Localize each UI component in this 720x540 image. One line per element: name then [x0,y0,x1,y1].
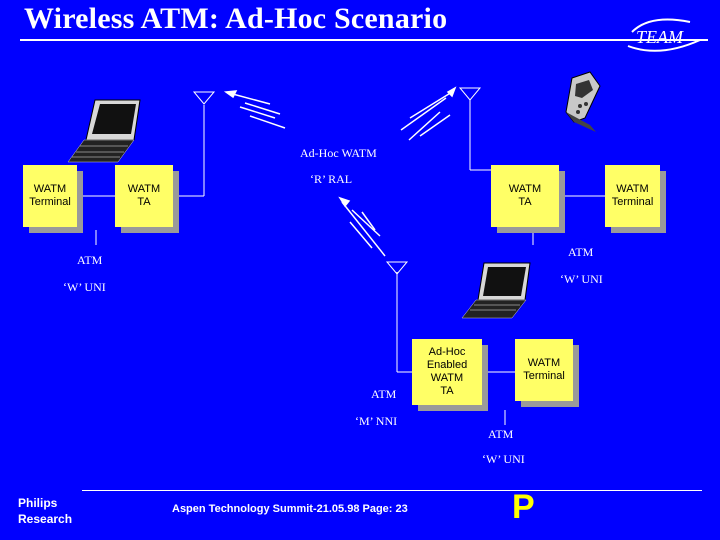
atm-right-label: ATM [568,245,594,259]
watm-terminal-left-box: WATM Terminal [23,165,77,227]
antenna-right-icon [458,87,482,101]
footer-event: Aspen Technology Summit-21.05.98 Page: 2… [172,503,408,515]
radio-link-icon [223,90,286,129]
slide-title: Wireless ATM: Ad-Hoc Scenario [24,2,448,35]
radio-link-icon [400,86,457,141]
antenna-center-icon [385,261,409,275]
philips-logo: P [512,488,535,526]
phone-icon [565,71,601,132]
r-ral-label: ‘R’ RAL [310,172,353,186]
atm-center-label: ATM [371,387,397,401]
adhoc-enabled-watm-ta-box: Ad-Hoc Enabled WATM TA [412,339,482,405]
w-uni-right-label: ‘W’ UNI [560,272,603,286]
watm-ta-left-box: WATM TA [115,165,173,227]
footer-rule [82,490,702,491]
radio-link-icon [338,196,386,257]
watm-terminal-bottom-box: WATM Terminal [515,339,573,401]
antenna-left-icon [192,91,216,105]
footer-organization: Philips Research [18,496,73,526]
m-nni-label: ‘M’ NNI [355,414,398,428]
atm-left-label: ATM [77,253,103,267]
adhoc-watm-label: Ad-Hoc WATM [300,146,377,160]
atm-bottom-label: ATM [488,427,514,441]
watm-ta-right-box: WATM TA [491,165,559,227]
laptop-icon [461,262,531,319]
w-uni-bottom-label: ‘W’ UNI [482,452,525,466]
title-rule [20,39,708,41]
w-uni-left-label: ‘W’ UNI [63,280,106,294]
watm-terminal-right-box: WATM Terminal [605,165,660,227]
laptop-icon [67,99,141,163]
